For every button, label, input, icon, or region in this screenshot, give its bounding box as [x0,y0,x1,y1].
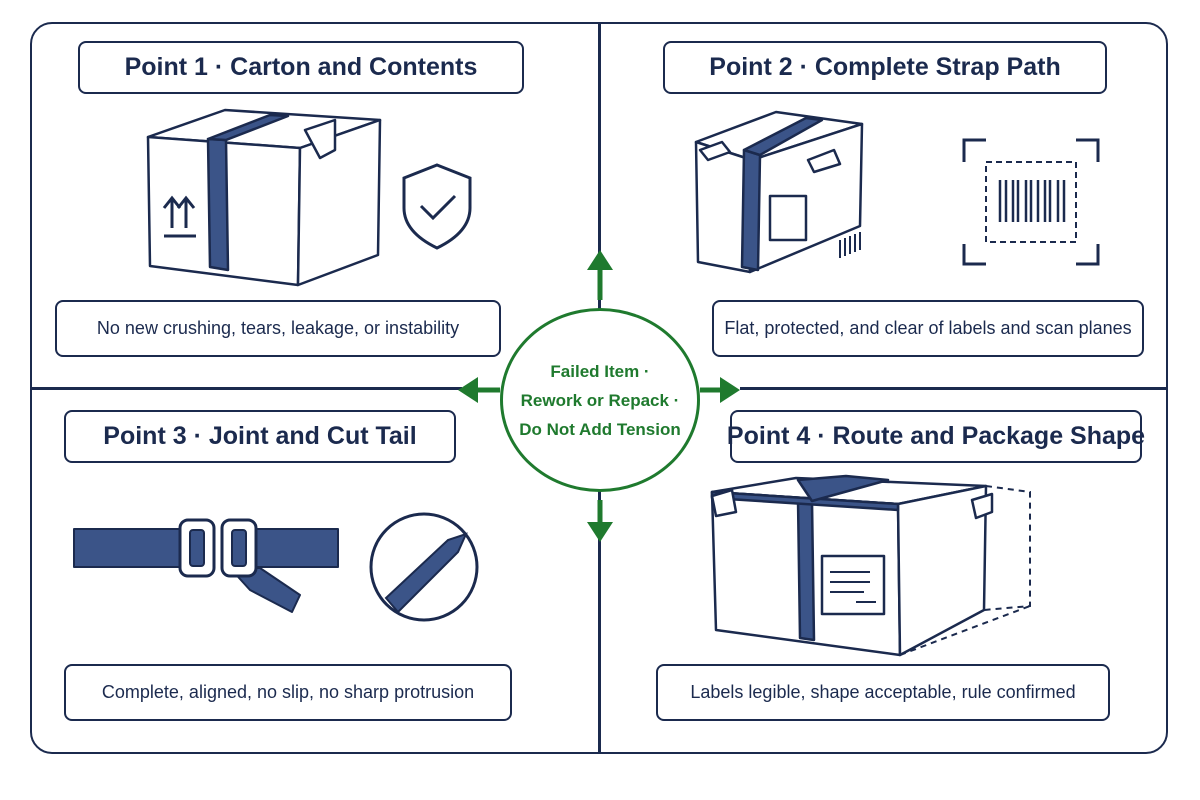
arrow-up-icon [587,250,613,300]
point-4-title: Point 4 · Route and Package Shape [727,410,1145,463]
center-hub: Failed Item · Rework or Repack · Do Not … [500,308,700,492]
center-line-1: Failed Item · [550,361,650,381]
point-2-title: Point 2 · Complete Strap Path [663,41,1107,94]
point-3-caption: Complete, aligned, no slip, no sharp pro… [64,664,512,721]
barcode-scan-icon [962,138,1100,266]
outline-shape-dashed [899,485,1031,656]
point-4-caption: Labels legible, shape acceptable, rule c… [656,664,1110,721]
strapped-carton-illustration [694,110,864,274]
strap-buckle-icon [73,518,339,613]
point-1-title: Point 1 · Carton and Contents [78,41,524,94]
shield-check-icon [402,163,472,250]
arrow-down-icon [587,500,613,542]
carton-illustration [146,108,382,287]
point-3-title: Point 3 · Joint and Cut Tail [64,410,456,463]
point-1-caption: No new crushing, tears, leakage, or inst… [55,300,501,357]
arrow-left-icon [458,377,500,403]
center-line-2: Rework or Repack · [520,390,680,410]
upright-arrows-icon [162,195,196,238]
center-line-3: Do Not Add Tension [519,419,681,439]
arrow-right-icon [700,377,740,403]
route-carton-illustration [710,474,994,657]
point-2-caption: Flat, protected, and clear of labels and… [712,300,1144,357]
cut-tail-icon [369,512,479,622]
horizontal-divider-left [32,387,462,390]
horizontal-divider-right [740,387,1168,390]
